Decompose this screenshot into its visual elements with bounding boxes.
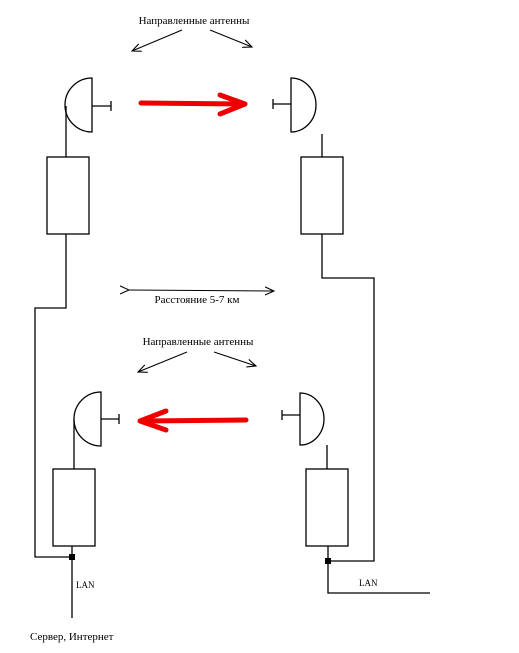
server-label: Сервер, Интернет bbox=[30, 631, 114, 643]
antenna-bottom-left bbox=[73, 391, 120, 447]
distance-arrow bbox=[129, 290, 274, 291]
pointer-bottom-right bbox=[213, 351, 256, 366]
junction-left bbox=[69, 554, 75, 560]
antenna-top-right bbox=[272, 77, 317, 133]
cable-right-lan bbox=[327, 564, 430, 594]
pointer-bottom-left bbox=[138, 351, 188, 372]
lan-right-label: LAN bbox=[359, 578, 378, 588]
antennas-bottom-label: Направленные антенны bbox=[143, 336, 254, 348]
distance-label: Расстояние 5-7 км bbox=[155, 294, 240, 306]
link-arrow-top bbox=[138, 92, 248, 117]
cable-right-top-to-junction bbox=[321, 234, 375, 562]
link-arrow-bottom bbox=[137, 408, 249, 433]
lan-left-label: LAN bbox=[76, 580, 95, 590]
pointer-top-right bbox=[209, 29, 252, 47]
radio-unit-top-right bbox=[300, 156, 344, 235]
cable-left-top-to-junction bbox=[34, 234, 72, 558]
pointer-top-left bbox=[132, 29, 183, 51]
radio-unit-bottom-right bbox=[305, 468, 349, 547]
radio-unit-bottom-left bbox=[52, 468, 96, 547]
radio-unit-top-left bbox=[46, 156, 90, 235]
antennas-top-label: Направленные антенны bbox=[139, 15, 250, 27]
antenna-top-left bbox=[64, 77, 112, 133]
junction-right bbox=[325, 558, 331, 564]
antenna-bottom-right bbox=[281, 392, 325, 446]
